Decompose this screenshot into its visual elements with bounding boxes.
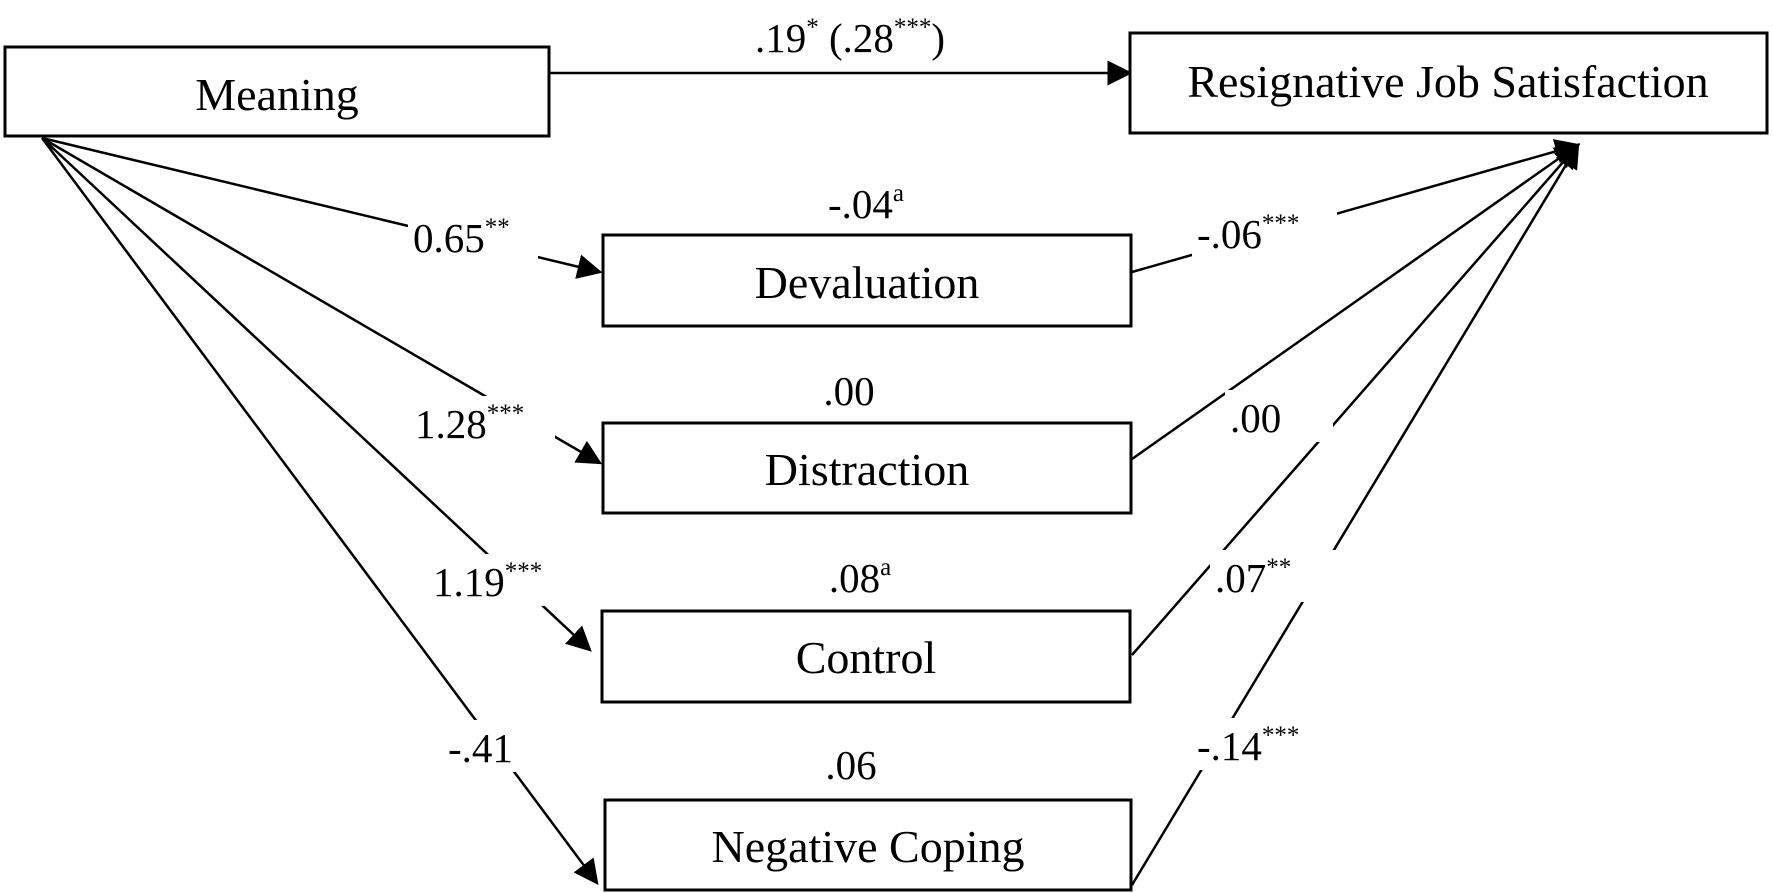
b-path-control-coefficient: .07** <box>1215 554 1291 601</box>
indirect-effect-devaluation: -.04a <box>828 180 904 227</box>
node-negative-coping: Negative Coping <box>603 798 1133 892</box>
node-distraction-label: Distraction <box>765 444 969 495</box>
node-control-label: Control <box>796 632 937 683</box>
node-control: Control <box>600 609 1132 704</box>
node-distraction: Distraction <box>601 421 1133 515</box>
node-devaluation: Devaluation <box>601 233 1133 328</box>
a-path-distraction-coefficient: 1.28*** <box>415 400 524 447</box>
node-devaluation-label: Devaluation <box>755 257 980 308</box>
indirect-effect-control: .08a <box>829 554 891 601</box>
node-meaning: Meaning <box>3 45 551 138</box>
direct-path-coefficient: .19* (.28***) <box>755 14 945 61</box>
indirect-effect-distraction: .00 <box>823 368 874 414</box>
b-path-distraction-coefficient: .00 <box>1230 395 1281 441</box>
b-path-distraction-arrow <box>1131 143 1581 461</box>
node-outcome-label: Resignative Job Satisfaction <box>1187 56 1708 107</box>
b-path-negative-coping-coefficient: -.14*** <box>1197 722 1299 769</box>
indirect-effect-negative-coping: .06 <box>825 742 876 788</box>
a-path-control-coefficient: 1.19*** <box>433 558 542 605</box>
node-negative-coping-label: Negative Coping <box>712 821 1025 872</box>
node-meaning-label: Meaning <box>195 69 359 120</box>
b-path-devaluation-coefficient: -.06*** <box>1197 210 1299 257</box>
b-path-control-arrow <box>1131 143 1580 656</box>
a-path-negative-coping-coefficient: -.41 <box>448 725 513 771</box>
node-resignative-job-satisfaction: Resignative Job Satisfaction <box>1128 31 1769 135</box>
a-path-devaluation-coefficient: 0.65** <box>413 214 510 261</box>
